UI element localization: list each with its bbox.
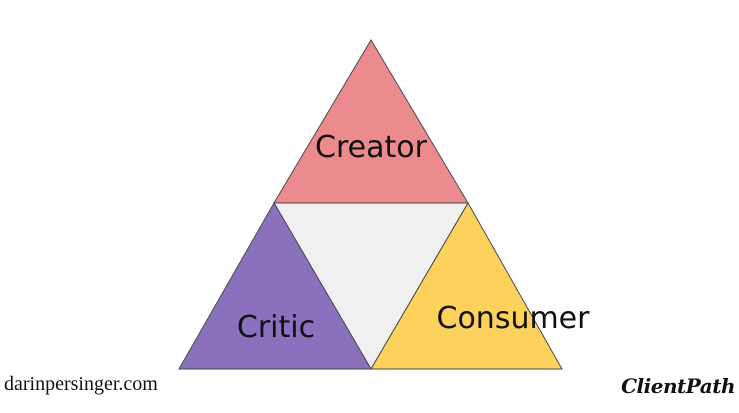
consumer-triangle bbox=[370, 201, 563, 370]
critic-label: Critic bbox=[237, 310, 315, 345]
clientpath-logo: ClientPath bbox=[621, 374, 735, 398]
creator-label: Creator bbox=[315, 130, 428, 165]
creator-triangle bbox=[273, 39, 469, 204]
critic-triangle bbox=[178, 202, 372, 370]
website-footer: darinpersinger.com bbox=[4, 373, 158, 395]
consumer-label: Consumer bbox=[437, 301, 591, 336]
